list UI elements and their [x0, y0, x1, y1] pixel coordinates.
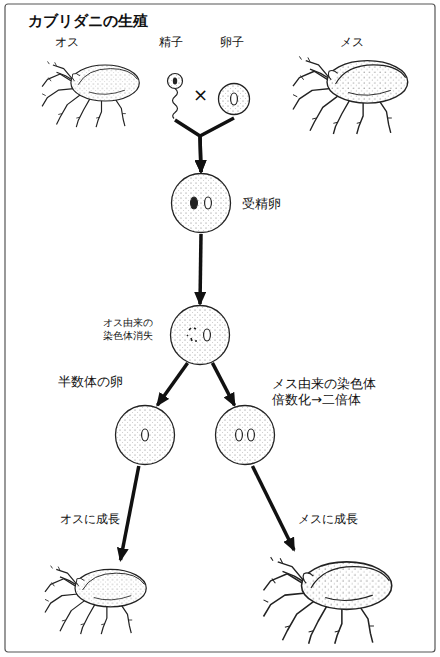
node-label: 精子: [159, 35, 183, 50]
mite-male: オス: [35, 56, 150, 128]
node-outline: [40, 560, 155, 635]
flow-arrow: [200, 234, 201, 304]
diagram-title: カブリダニの生殖: [28, 12, 148, 31]
node-outline: [170, 172, 232, 234]
node-label: 受精卵: [242, 196, 281, 212]
cross-symbol: ×: [193, 84, 208, 107]
mite-female: [240, 550, 420, 645]
flow-arrow: [212, 363, 234, 405]
node-outline: [114, 404, 176, 466]
node-outline: [35, 56, 150, 128]
node-label: オス由来の 染色体消失: [103, 317, 161, 342]
flow-arrow: [157, 363, 187, 405]
mite-male: [40, 560, 155, 635]
node-outline: [217, 80, 251, 118]
edge-label: オスに成長: [60, 512, 120, 527]
node-outline: [285, 50, 420, 135]
node-outline: [169, 304, 231, 366]
flow-arrow: [121, 466, 139, 560]
node-outline: [214, 404, 276, 466]
node-label: 卵子: [220, 35, 244, 50]
flow-arrow: [252, 466, 294, 550]
sperm-cell: 精子: [163, 72, 187, 120]
egg-cell: 卵子: [217, 80, 251, 118]
node-outline: [240, 550, 420, 645]
node-label: メス: [340, 35, 364, 50]
node-label: メス由来の染色体 倍数化→二倍体: [272, 376, 392, 409]
flow-arrow: [175, 120, 201, 172]
diploid-egg-circle: メス由来の染色体 倍数化→二倍体: [214, 404, 276, 466]
node-outline: [163, 72, 187, 120]
node-label: オス: [55, 35, 79, 50]
flow-arrow: [200, 118, 234, 172]
zygote-circle: 受精卵: [170, 172, 232, 234]
haploid-egg-circle: 半数体の卵: [114, 404, 176, 466]
chromosome-loss-circle: オス由来の 染色体消失: [169, 304, 231, 366]
mite-female: メス: [285, 50, 420, 135]
node-label: 半数体の卵: [58, 374, 123, 390]
edge-label: メスに成長: [298, 512, 358, 527]
